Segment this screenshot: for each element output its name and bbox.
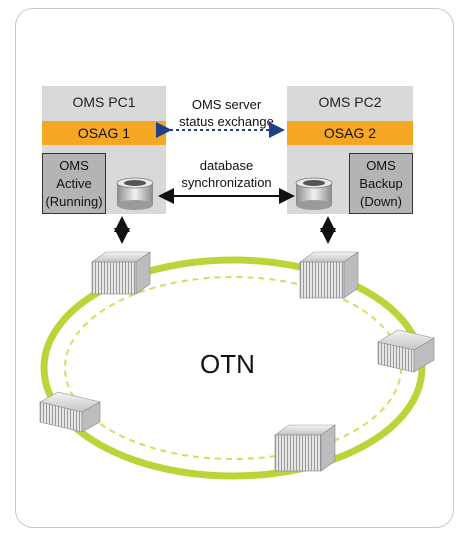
network-node-bottom xyxy=(274,424,336,472)
pc2-status-line2: Backup xyxy=(359,176,403,191)
network-node-top-right xyxy=(299,251,359,299)
db-sync-line2: synchronization xyxy=(181,175,272,190)
network-node-right xyxy=(377,329,435,373)
pc1-title: OMS PC1 xyxy=(72,94,136,110)
pc2-title: OMS PC2 xyxy=(318,94,382,110)
pc2-status-line3: (Down) xyxy=(360,194,402,209)
network-node-top-left xyxy=(91,251,151,295)
oms-pc1: OMS PC1 OSAG 1 OMS Active (Running) xyxy=(42,86,166,214)
pc1-status-line1: OMS xyxy=(59,158,89,173)
database-icon-pc2 xyxy=(295,177,333,210)
status-exchange-line1: OMS server xyxy=(191,97,262,112)
db-sync-line1: database xyxy=(199,158,254,173)
otn-label: OTN xyxy=(200,349,255,379)
db-sync-label: database synchronization xyxy=(166,157,287,191)
pc2-oms-status: OMS Backup (Down) xyxy=(349,153,413,214)
database-icon-pc1 xyxy=(116,177,154,210)
oms-pc2: OMS PC2 OSAG 2 OMS Backup (Down) xyxy=(287,86,413,214)
otn-ring xyxy=(40,256,426,480)
pc1-status-line2: Active xyxy=(56,176,92,191)
osag2-bar: OSAG 2 xyxy=(287,121,413,145)
pc2-status-line1: OMS xyxy=(366,158,396,173)
pc1-status-line3: (Running) xyxy=(45,194,103,209)
network-node-left xyxy=(39,391,101,433)
osag1-bar: OSAG 1 xyxy=(42,121,166,145)
pc1-oms-status: OMS Active (Running) xyxy=(42,153,106,214)
